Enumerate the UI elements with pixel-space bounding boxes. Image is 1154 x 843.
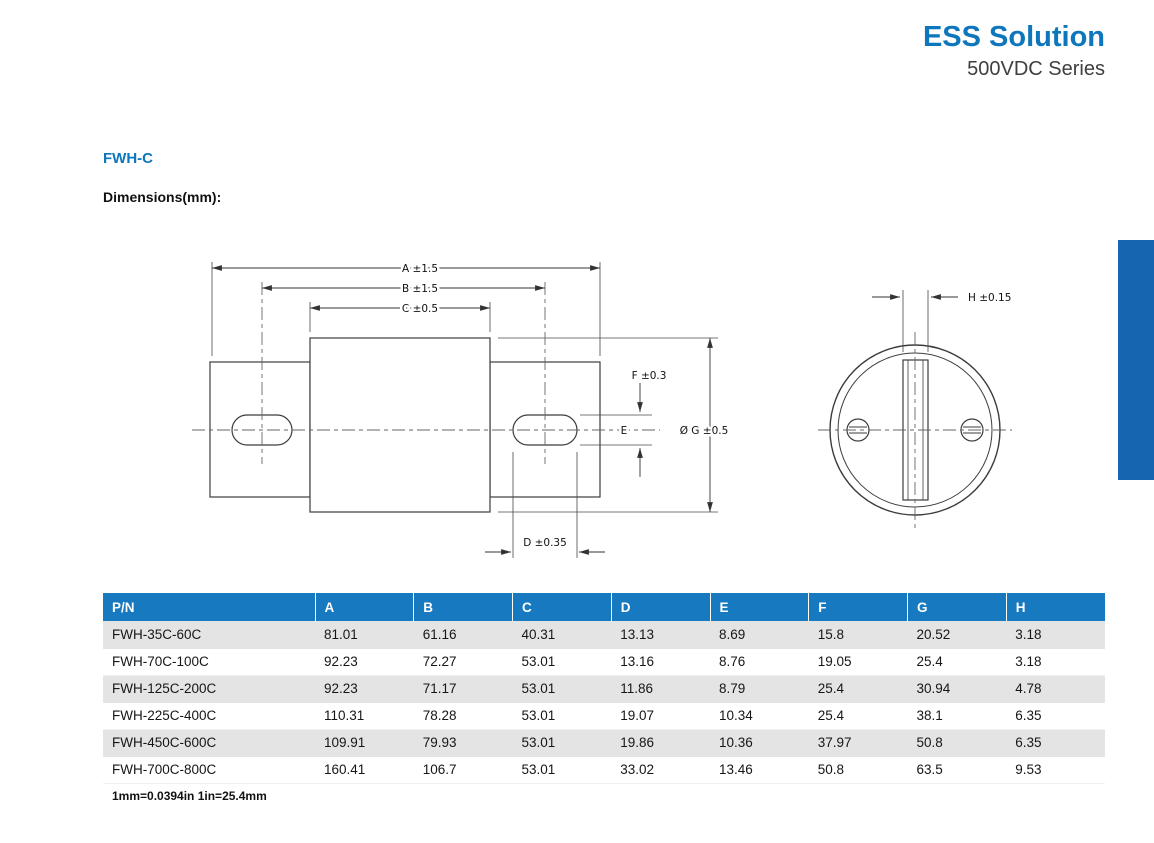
dimension-value-cell: 53.01 xyxy=(512,675,612,703)
dimension-value-cell: 6.35 xyxy=(1006,729,1105,757)
dimension-value-cell: 19.07 xyxy=(611,702,710,730)
column-header: A xyxy=(315,593,415,621)
dimension-lines xyxy=(212,265,713,512)
dimension-value-cell: 92.23 xyxy=(315,648,414,676)
dimension-value-cell: 30.94 xyxy=(907,675,1007,703)
dim-label-f: F ±0.3 xyxy=(632,370,667,382)
dimension-value-cell: 13.13 xyxy=(611,621,710,649)
dim-label-c: C ±0.5 xyxy=(402,303,438,315)
dimension-value-cell: 15.8 xyxy=(808,621,908,649)
technical-drawing: A ±1.5 B ±1.5 C ±0.5 D ±0.35 E F ±0.3 Ø … xyxy=(192,261,1014,558)
dimension-value-cell: 13.16 xyxy=(611,648,710,676)
dimension-value-cell: 71.17 xyxy=(413,675,513,703)
dim-label-d: D ±0.35 xyxy=(523,537,567,549)
dimensions-label: Dimensions(mm): xyxy=(103,189,222,205)
dimension-value-cell: 13.46 xyxy=(710,756,809,784)
column-header: C xyxy=(512,593,612,621)
part-number-cell: FWH-125C-200C xyxy=(103,675,315,703)
dimension-value-cell: 110.31 xyxy=(315,702,414,730)
dimension-value-cell: 20.52 xyxy=(907,621,1007,649)
dimension-value-cell: 50.8 xyxy=(907,729,1007,757)
dimension-value-cell: 50.8 xyxy=(808,756,908,784)
brand-series: 500VDC Series xyxy=(967,57,1105,80)
dimension-value-cell: 53.01 xyxy=(512,756,612,784)
dimension-value-cell: 92.23 xyxy=(315,675,414,703)
dimension-value-cell: 72.27 xyxy=(413,648,513,676)
column-header: P/N xyxy=(103,593,316,621)
dimension-value-cell: 11.86 xyxy=(611,675,710,703)
dimension-labels: A ±1.5 B ±1.5 C ±0.5 D ±0.35 E F ±0.3 Ø … xyxy=(399,261,1014,552)
dimension-value-cell: 61.16 xyxy=(413,621,513,649)
dimension-value-cell: 79.93 xyxy=(413,729,513,757)
dimension-value-cell: 33.02 xyxy=(611,756,710,784)
dimension-value-cell: 53.01 xyxy=(512,729,612,757)
column-header: D xyxy=(611,593,711,621)
dimension-value-cell: 53.01 xyxy=(512,648,612,676)
dimension-value-cell: 3.18 xyxy=(1006,621,1105,649)
extension-lines xyxy=(211,262,929,558)
dimension-value-cell: 78.28 xyxy=(413,702,513,730)
conversion-note: 1mm=0.0394in 1in=25.4mm xyxy=(112,789,267,803)
dimension-value-cell: 8.69 xyxy=(710,621,809,649)
dimension-value-cell: 38.1 xyxy=(907,702,1007,730)
dimension-value-cell: 81.01 xyxy=(315,621,414,649)
part-number-cell: FWH-700C-800C xyxy=(103,756,315,784)
dim-label-e: E xyxy=(621,425,628,437)
dimension-value-cell: 106.7 xyxy=(413,756,513,784)
fuse-side-view xyxy=(209,337,601,513)
dimension-value-cell: 19.05 xyxy=(808,648,908,676)
part-number-cell: FWH-35C-60C xyxy=(103,621,315,649)
dimension-value-cell: 25.4 xyxy=(808,675,908,703)
dimension-arrows xyxy=(485,294,958,555)
dimension-value-cell: 160.41 xyxy=(315,756,414,784)
dim-label-a: A ±1.5 xyxy=(402,263,438,275)
dimension-value-cell: 8.79 xyxy=(710,675,809,703)
dimension-value-cell: 37.97 xyxy=(808,729,908,757)
column-header: F xyxy=(808,593,908,621)
brand-block: ESS Solution 500VDC Series xyxy=(922,21,1105,81)
fuse-end-view xyxy=(829,344,1001,516)
dimension-value-cell: 53.01 xyxy=(512,702,612,730)
page-title: FWH-C xyxy=(103,150,153,167)
column-header: H xyxy=(1006,593,1105,621)
dimension-value-cell: 8.76 xyxy=(710,648,809,676)
page-edge-tab xyxy=(1118,240,1154,480)
dimension-value-cell: 10.36 xyxy=(710,729,809,757)
dimension-value-cell: 10.34 xyxy=(710,702,809,730)
dimension-value-cell: 3.18 xyxy=(1006,648,1105,676)
dimension-value-cell: 40.31 xyxy=(512,621,612,649)
part-number-cell: FWH-450C-600C xyxy=(103,729,315,757)
part-number-cell: FWH-225C-400C xyxy=(103,702,315,730)
column-header: E xyxy=(710,593,810,621)
brand-title: ESS Solution xyxy=(922,21,1105,53)
dimension-value-cell: 19.86 xyxy=(611,729,710,757)
centerlines xyxy=(192,282,1012,530)
dim-label-b: B ±1.5 xyxy=(402,283,438,295)
dimension-value-cell: 4.78 xyxy=(1006,675,1105,703)
dimension-value-cell: 9.53 xyxy=(1006,756,1105,784)
column-header: B xyxy=(413,593,513,621)
part-number-cell: FWH-70C-100C xyxy=(103,648,315,676)
dim-label-g: Ø G ±0.5 xyxy=(680,425,729,437)
dimension-value-cell: 109.91 xyxy=(315,729,414,757)
dim-label-h: H ±0.15 xyxy=(968,292,1011,304)
dimension-value-cell: 63.5 xyxy=(907,756,1007,784)
dimension-value-cell: 25.4 xyxy=(808,702,908,730)
column-header: G xyxy=(907,593,1007,621)
dimension-value-cell: 6.35 xyxy=(1006,702,1105,730)
dimension-value-cell: 25.4 xyxy=(907,648,1007,676)
